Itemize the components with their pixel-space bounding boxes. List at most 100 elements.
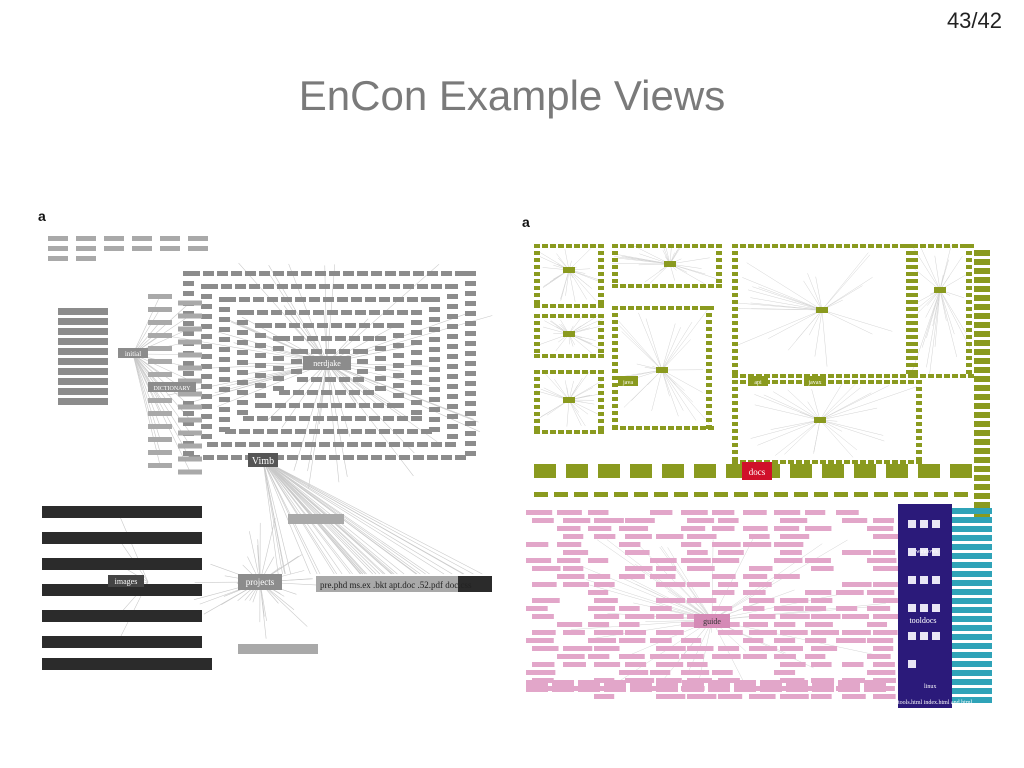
graph-node — [873, 518, 895, 523]
graph-node — [375, 284, 386, 289]
graph-node — [668, 244, 674, 248]
graph-node — [906, 258, 912, 262]
graph-node — [749, 646, 778, 651]
graph-edge — [132, 353, 191, 407]
graph-node — [357, 349, 368, 354]
graph-node — [343, 455, 354, 460]
graph-node — [447, 284, 458, 289]
slide-title: EnCon Example Views — [298, 72, 726, 119]
graph-node — [598, 244, 604, 248]
graph-edge — [669, 263, 705, 285]
graph-node — [966, 356, 972, 360]
graph-node — [928, 374, 934, 378]
graph-edge — [568, 399, 586, 427]
graph-edge — [625, 256, 671, 265]
graph-node — [447, 384, 458, 389]
graph-node — [447, 354, 458, 359]
graph-node — [908, 660, 916, 668]
graph-node — [920, 548, 928, 556]
graph-node — [932, 520, 940, 528]
graph-node — [920, 576, 928, 584]
graph-node — [574, 492, 588, 497]
graph-edge — [618, 325, 663, 371]
graph-node — [249, 284, 260, 289]
graph-node — [952, 679, 992, 685]
graph-node — [774, 654, 796, 659]
graph-node — [331, 403, 342, 408]
graph-node — [805, 526, 832, 531]
graph-edge — [568, 314, 584, 335]
graph-node — [42, 658, 212, 670]
graph-node — [465, 421, 476, 426]
graph-node — [952, 697, 992, 703]
graph-edge — [568, 333, 593, 354]
graph-node — [844, 380, 850, 384]
graph-node — [447, 304, 458, 309]
graph-node — [255, 383, 266, 388]
graph-node — [687, 646, 714, 651]
graph-node — [934, 492, 948, 497]
graph-node — [867, 558, 897, 563]
graph-node — [966, 300, 972, 304]
graph-node — [148, 346, 172, 351]
graph-node — [743, 638, 764, 643]
graph-node — [906, 265, 912, 269]
graph-edge — [757, 419, 821, 446]
graph-node — [966, 265, 972, 269]
graph-node — [359, 323, 370, 328]
graph-node — [411, 340, 422, 345]
graph-node — [756, 244, 762, 248]
graph-edge — [268, 265, 328, 364]
graph-node — [557, 510, 582, 515]
graph-node — [219, 407, 230, 412]
graph-node — [794, 492, 808, 497]
graph-node — [594, 662, 621, 667]
graph-node — [542, 370, 548, 374]
graph-node — [239, 429, 250, 434]
graph-node — [906, 244, 912, 248]
graph-node — [952, 374, 958, 378]
graph-node — [612, 284, 618, 288]
graph-node — [916, 443, 922, 447]
graph-node — [974, 457, 990, 463]
graph-node — [411, 380, 422, 385]
graph-node — [654, 492, 668, 497]
graph-edge — [634, 563, 713, 621]
graph-node — [716, 258, 722, 262]
graph-node — [760, 680, 782, 692]
graph-node — [532, 646, 559, 651]
graph-node — [287, 455, 298, 460]
graph-node — [532, 630, 556, 635]
graph-node — [612, 258, 618, 262]
graph-node — [906, 286, 912, 290]
graph-node — [822, 464, 844, 478]
graph-node — [305, 442, 316, 447]
graph-node — [628, 284, 634, 288]
graph-node — [908, 548, 916, 556]
graph-edge — [623, 369, 663, 408]
graph-node — [257, 310, 268, 315]
graph-node — [598, 258, 604, 262]
graph-edge — [132, 308, 161, 355]
graph-edge — [939, 256, 963, 291]
graph-node — [566, 354, 572, 358]
graph-node — [273, 271, 284, 276]
graph-node — [219, 307, 230, 312]
graph-node — [557, 558, 581, 563]
graph-node — [532, 614, 554, 619]
graph-node — [237, 340, 248, 345]
graph-node — [920, 374, 926, 378]
graph-node — [625, 550, 650, 555]
graph-node — [590, 314, 596, 318]
graph-node — [650, 558, 677, 563]
graph-node — [932, 548, 940, 556]
graph-node — [319, 442, 330, 447]
graph-node — [718, 646, 740, 651]
graph-node — [906, 356, 912, 360]
colored-graph-visual: docs tooldocs guide java api javax windo… — [520, 230, 994, 708]
graph-node — [952, 571, 992, 577]
graph-node — [598, 300, 604, 304]
graph-node — [183, 421, 194, 426]
graph-node — [732, 436, 738, 440]
graph-node — [712, 574, 736, 579]
